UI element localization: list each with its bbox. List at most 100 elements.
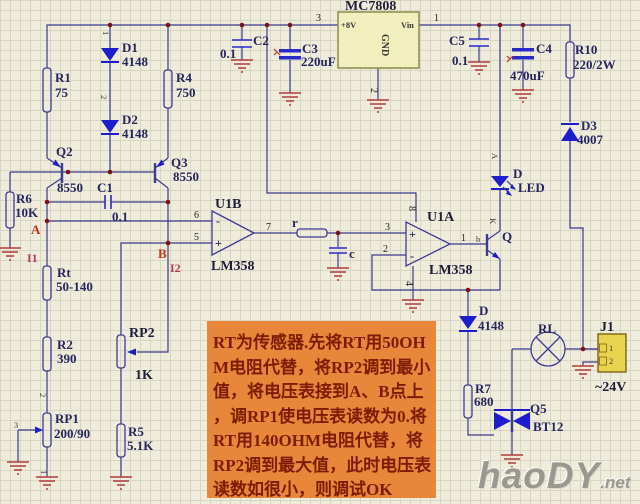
value-d1: 4148 <box>122 54 149 69</box>
value-c3: 220uF <box>301 54 336 69</box>
pot-rp2-body <box>116 334 126 369</box>
value-c1: 0.1 <box>112 209 128 224</box>
label-c5: C5 <box>449 33 465 48</box>
value-q5: BT12 <box>533 419 563 434</box>
diode-d2 <box>101 120 119 135</box>
regulator-net-2: 2 <box>368 88 379 93</box>
watermark-main: haoDY <box>478 455 601 496</box>
resistor-r1-body <box>42 67 52 113</box>
resistor-r7-body <box>463 384 473 419</box>
label-j1: J1 <box>600 320 614 335</box>
note-line: RT为传感器.先将RT用50OH <box>213 333 426 352</box>
diode-d1 <box>101 48 119 63</box>
value-rp2: 1K <box>135 368 153 383</box>
pin-mark-q-base: b <box>476 234 480 244</box>
value-q2: 8550 <box>57 180 83 195</box>
current-i1-label: I1 <box>27 251 38 265</box>
j1-voltage: ~24V <box>595 380 626 395</box>
label-rp1: RP1 <box>55 411 79 426</box>
transistor-q <box>485 230 501 260</box>
diode-d4 <box>459 316 477 332</box>
u1b-pin-5: 5 <box>194 232 199 243</box>
u1a-plus-sign: + <box>409 227 416 241</box>
value-r4: 750 <box>176 85 196 100</box>
value-d3: 4007 <box>577 132 604 147</box>
pin-mark-rp1-2: 2 <box>38 393 48 397</box>
point-a-label: A <box>31 222 41 237</box>
j1-pin-1: 1 <box>609 343 613 353</box>
cap-c3 <box>273 48 301 60</box>
value-c2: 0.1 <box>220 46 236 61</box>
pin-mark-labels: 1 2 2 3 1 A K b <box>14 31 500 474</box>
label-q5: Q5 <box>530 401 547 416</box>
label-q2: Q2 <box>56 144 73 159</box>
label-c1: C1 <box>97 180 113 195</box>
value-r2: 390 <box>57 351 77 366</box>
led-icon <box>491 176 516 196</box>
j1-pin-2: 2 <box>609 356 613 366</box>
pin-mark-led-anode: A <box>490 153 500 160</box>
label-rt: Rt <box>57 265 71 280</box>
resistor-r2-body <box>42 336 52 372</box>
component-labels: R1 75 D1 4148 D2 4148 R4 750 Q2 8550 Q3 … <box>15 33 616 453</box>
label-r-small: r <box>292 215 298 230</box>
resistor-r10-body <box>565 41 575 79</box>
label-r4: R4 <box>176 70 192 85</box>
label-r5: R5 <box>128 424 144 439</box>
u1a-pin-2: 2 <box>383 244 388 255</box>
watermark-suffix: .net <box>600 473 631 492</box>
resistors <box>5 41 575 458</box>
label-c4: C4 <box>536 41 552 56</box>
note-line: RT用140OHM电阻代替，将 <box>213 431 424 450</box>
label-d1: D1 <box>122 40 138 55</box>
label-c2: C2 <box>253 33 269 48</box>
regulator-pin-out: +8V <box>341 20 357 30</box>
current-i2-label: I2 <box>170 261 181 275</box>
tuning-instructions-note: RT为传感器.先将RT用50OH M电阻代替，将RP2调到最小 值，将电压表接到… <box>207 321 436 499</box>
value-r5: 5.1K <box>127 438 154 453</box>
u1a-pin-1: 1 <box>461 233 466 244</box>
part-u1b: LM358 <box>211 259 255 274</box>
cap-c5 <box>469 38 489 47</box>
opamp-u1a-body <box>405 220 452 268</box>
value-rt: 50-140 <box>56 279 93 294</box>
value-d2: 4148 <box>122 126 149 141</box>
label-rl: RL <box>538 321 556 336</box>
value-r6: 10K <box>15 205 39 220</box>
label-q3: Q3 <box>171 155 188 170</box>
note-line: 值，将电压表接到A、B点上 <box>213 382 424 401</box>
u1a-minus-sign: - <box>410 249 414 263</box>
value-r7: 680 <box>474 394 494 409</box>
label-d2: D2 <box>122 112 138 127</box>
label-u1a: U1A <box>427 210 455 225</box>
label-d4: D <box>479 303 488 318</box>
connector-labels: J1 1 2 ~24V <box>595 320 626 395</box>
resistor-r6-body <box>5 191 15 229</box>
label-q: Q <box>502 229 512 244</box>
regulator-net-3: 3 <box>316 13 321 24</box>
label-d3: D3 <box>581 118 597 133</box>
value-r10: 220/2W <box>573 57 616 72</box>
u1b-pin-6: 6 <box>194 210 199 221</box>
triac-q5 <box>494 409 530 432</box>
cap-c1 <box>104 195 112 209</box>
note-line: 读数如很小，则调试OK <box>213 480 393 499</box>
u1a-pin-8: 8 <box>406 206 417 211</box>
capacitors <box>104 38 534 254</box>
cap-c-small <box>329 247 347 254</box>
label-led-d: D <box>513 166 522 181</box>
u1b-pin-7: 7 <box>266 222 271 233</box>
u1a-pin-3: 3 <box>385 222 390 233</box>
label-u1b: U1B <box>215 197 241 212</box>
u1b-plus-sign: + <box>215 236 222 250</box>
pin-mark-led-cathode: K <box>488 218 498 225</box>
value-c4: 470uF <box>510 68 545 83</box>
cap-c2 <box>232 39 252 48</box>
label-r7: R7 <box>475 381 491 396</box>
pin-mark-d2: 2 <box>99 95 109 99</box>
rp2-wiper-arrow <box>127 348 136 356</box>
note-line: RP2调到最大值，此时电压表 <box>213 455 432 475</box>
diode-d3 <box>561 123 579 141</box>
